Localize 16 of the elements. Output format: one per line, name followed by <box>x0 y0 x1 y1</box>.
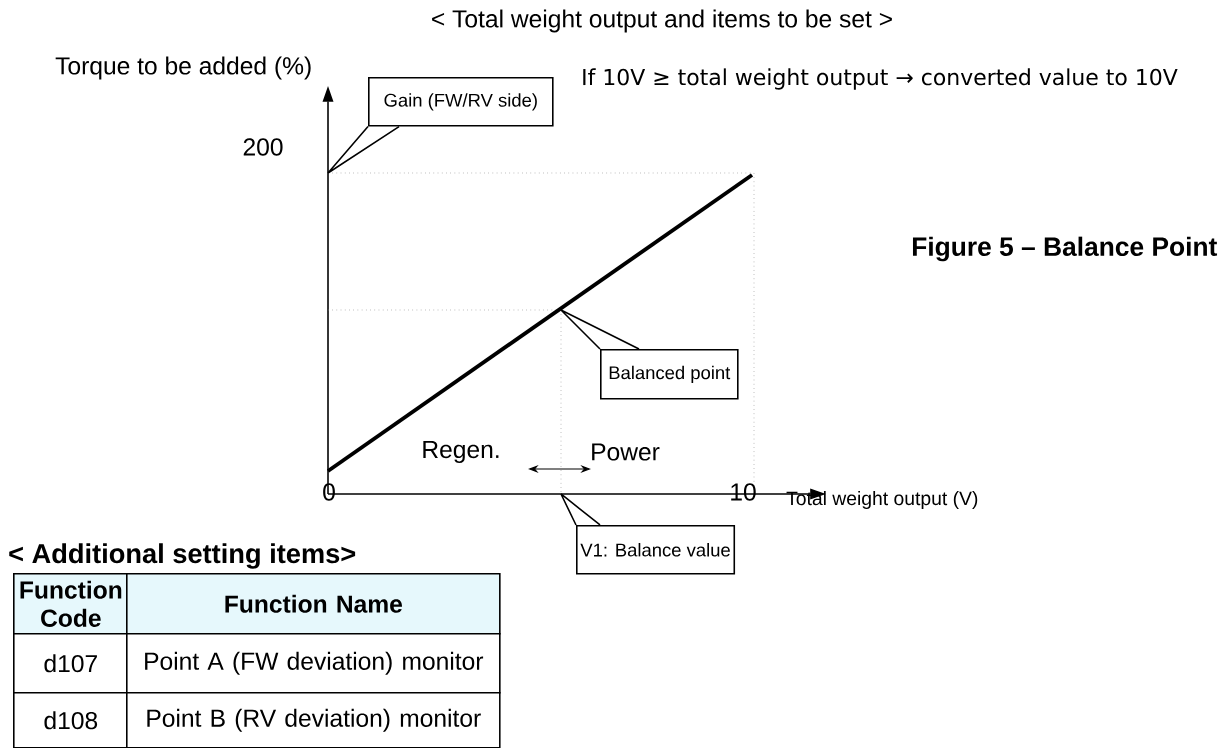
tick-label: 200 <box>243 138 283 156</box>
callout-box: Balanced point <box>600 349 739 400</box>
note: If 10V ≥ total weight output → converted value to 10V <box>583 68 1178 90</box>
callout-pointer <box>560 309 640 350</box>
header-cell: Function Code <box>13 573 129 635</box>
section-heading: < Additional setting items> <box>9 543 356 569</box>
title: < Total weight output and items to be set > <box>432 9 892 33</box>
callout-box: Gain (FW/RV side) <box>368 77 554 127</box>
region-label: Regen. <box>423 441 499 463</box>
callout-box: V1: Balance value <box>576 525 736 575</box>
region-label: Power <box>592 443 660 461</box>
table-cell: d108 <box>13 692 129 748</box>
callout-pointer <box>560 493 601 526</box>
axis-title: Torque to be added (%) <box>55 56 311 80</box>
caption: Figure 5 – Balance Point <box>913 236 1218 262</box>
callout-pointer <box>327 125 400 174</box>
